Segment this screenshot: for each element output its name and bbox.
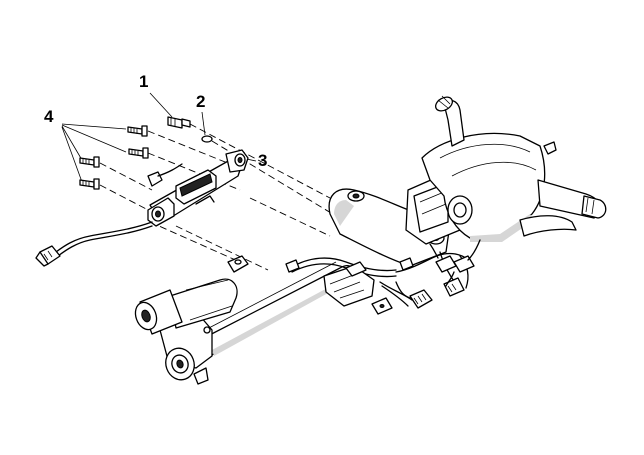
callout-1: 1 — [139, 72, 148, 91]
callout-3: 3 — [258, 151, 267, 170]
screw-lower-1 — [79, 156, 100, 168]
assembly-lines — [99, 123, 337, 271]
wiring-harness — [285, 239, 481, 315]
ignition-switch-bracket — [147, 149, 249, 227]
switch-cable — [35, 221, 153, 267]
leader-4d — [61, 126, 83, 183]
callout-2: 2 — [196, 92, 205, 111]
small-connector-plug — [147, 163, 183, 187]
screws-item-4 — [79, 125, 149, 190]
screw-lower-2 — [79, 178, 100, 190]
leader-4a — [61, 123, 127, 130]
leader-1 — [149, 92, 173, 118]
steering-column — [134, 261, 354, 385]
bolt-item-1 — [167, 116, 191, 129]
callout-4: 4 — [44, 107, 54, 126]
washer-item-2 — [201, 135, 213, 143]
screw-upper-1 — [127, 125, 148, 137]
screw-upper-2 — [128, 147, 149, 159]
leader-4b — [61, 124, 127, 153]
leader-4c — [61, 125, 83, 161]
upper-column-shroud — [328, 95, 607, 267]
column-connector — [227, 255, 249, 273]
